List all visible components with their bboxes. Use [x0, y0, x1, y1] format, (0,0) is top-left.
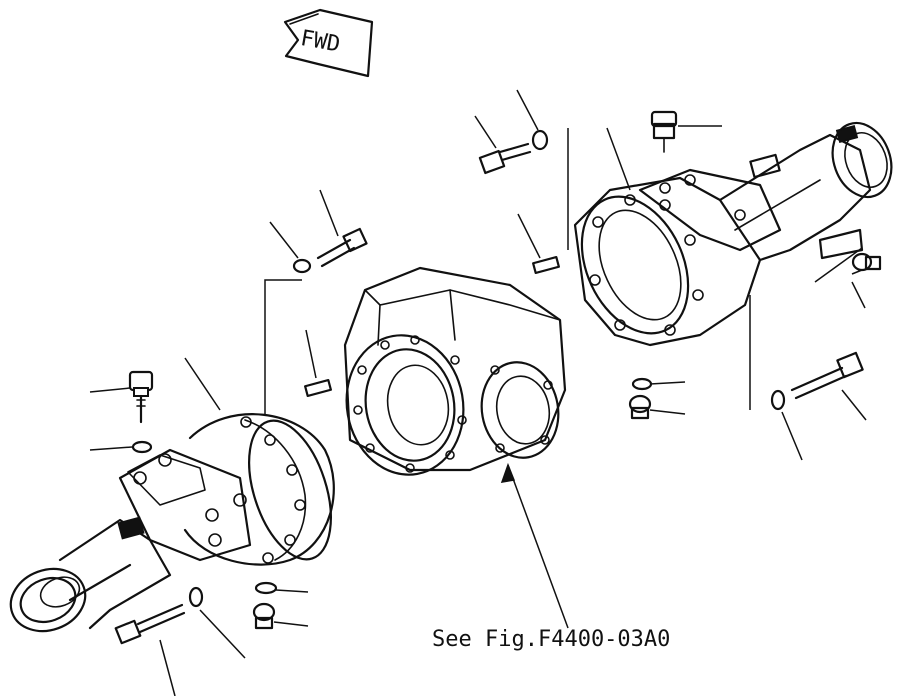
left-axle-housing: [9, 413, 335, 633]
right-bolt-washer: [770, 389, 786, 411]
left-dowel-pin: [304, 378, 332, 398]
right-drain-washer: [631, 377, 653, 391]
right-housing-bolt: [790, 351, 864, 400]
right-axle-housing: [573, 121, 893, 347]
right-drain-plug: [628, 394, 652, 420]
fwd-arrow-label: FWD: [299, 26, 342, 58]
left-drain-plug: [252, 602, 276, 630]
upper-left-washer: [292, 258, 312, 274]
upper-left-stud: [316, 227, 368, 268]
reference-note: See Fig.F4400-03A0: [432, 627, 670, 652]
leader-lines: [89, 89, 867, 696]
left-breather-plug: [128, 370, 154, 424]
right-dowel-pin: [532, 255, 560, 275]
left-breather-washer: [131, 440, 153, 454]
top-mounting-bolt: [478, 142, 532, 175]
right-breather-plug: [650, 110, 678, 153]
left-bolt-washer: [188, 586, 204, 608]
left-housing-bolt: [114, 603, 186, 645]
fwd-arrow: FWD: [283, 8, 374, 78]
center-differential-housing: [343, 266, 567, 476]
top-mounting-washer: [531, 129, 549, 151]
right-side-plug: [851, 252, 882, 272]
left-drain-washer: [254, 581, 278, 595]
